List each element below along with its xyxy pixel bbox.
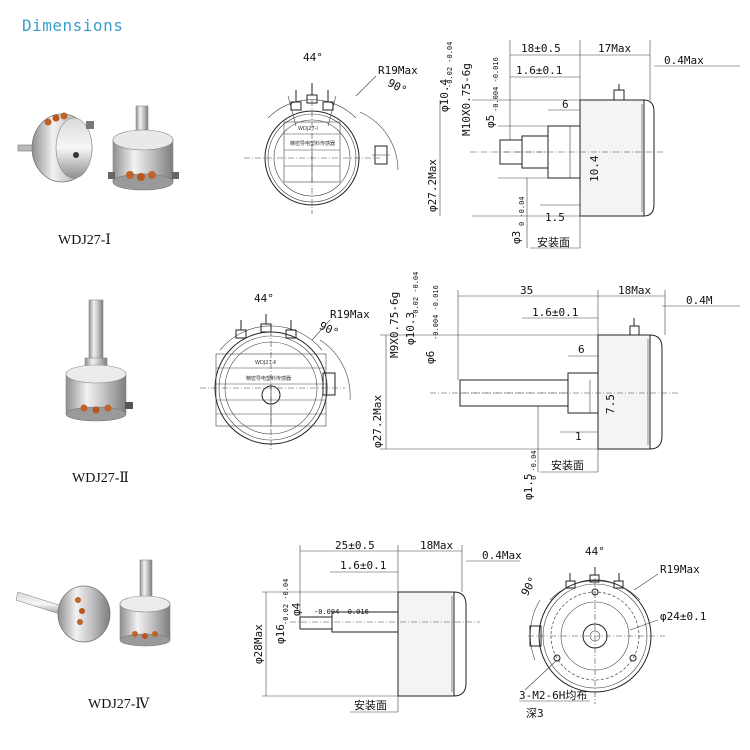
dim-flat-height-1: 10.4	[588, 155, 601, 182]
bolt-circle-label-3: φ24±0.1	[660, 610, 706, 623]
dim-collar-2: φ10.3	[404, 312, 417, 345]
dim-length-3: 25±0.5	[335, 539, 375, 552]
dim-gap-3: 0.4Max	[482, 549, 522, 562]
dim-shoulder-2: 1	[575, 430, 582, 443]
dim-pin-tol-1: 0 -0.04	[518, 196, 526, 226]
dim-body-dia-2: φ27.2Max	[371, 395, 384, 448]
drawing-1-side-view: 18±0.5 17Max 0.4Max 1.6±0.1 6 10.4 1.5 φ…	[426, 40, 740, 249]
dim-shaft2-tol-3: -0.004 -0.016	[314, 608, 369, 616]
product-photo-wdj27-1	[17, 105, 179, 191]
dim-step-1: 1.6±0.1	[516, 64, 562, 77]
plate-desc-text-1: 精密导电塑料传感器	[290, 140, 335, 147]
model-label-wdj27-4: WDJ27-Ⅳ	[88, 697, 150, 712]
dim-flat-1: 6	[562, 98, 569, 111]
dim-body-dia-3: φ28Max	[252, 624, 265, 664]
mount-face-label-1: 安装面	[537, 235, 570, 249]
angle-label-90-2: 90°	[317, 319, 341, 339]
holes-spec-line1: 3-M2-6H均布	[519, 689, 587, 702]
model-label-wdj27-1: WDJ27-Ⅰ	[58, 233, 111, 248]
dim-shaft-tol-2: -0.004 -0.016	[432, 285, 440, 340]
plate-desc-text-2: 精密导电塑料传感器	[246, 375, 291, 382]
dim-shaft-1: φ5	[484, 115, 497, 128]
dim-step-2: 1.6±0.1	[532, 306, 578, 319]
dim-shaft-3: φ16	[274, 624, 287, 644]
dim-collar-tol-1: -0.02 -0.04	[446, 42, 454, 88]
angle-label-44-3: 44°	[585, 545, 605, 558]
dim-length-1: 18±0.5	[521, 42, 561, 55]
dim-shoulder-1: 1.5	[545, 211, 565, 224]
angle-label-44-2: 44°	[254, 292, 274, 305]
model-label-wdj27-2: WDJ27-Ⅱ	[72, 471, 129, 486]
dim-pin-2: φ1.5	[522, 474, 535, 501]
dim-step-3: 1.6±0.1	[340, 559, 386, 572]
dim-collar-tol-2: -0.02 -0.04	[412, 272, 420, 318]
drawing-2-front-view: WDJ27-Ⅱ 精密导电塑料传感器 44° 90° R19Max	[200, 292, 370, 450]
dim-collar-1: φ10.4	[438, 79, 451, 112]
product-photo-wdj27-4	[15, 559, 171, 647]
dim-max-2: 18Max	[618, 284, 651, 297]
angle-label-44-1: 44°	[303, 51, 323, 64]
mount-face-label-2: 安装面	[551, 458, 584, 472]
dim-thread-1: M10X0.75-6g	[460, 63, 473, 136]
holes-spec-line2: 深3	[526, 707, 544, 720]
radius-label-3: R19Max	[660, 563, 700, 576]
drawing-1-front-view: WDJ27-Ⅰ 精密导电塑料传感器 44° 90° R19Max	[244, 51, 418, 214]
dim-gap-2: 0.4M	[686, 294, 713, 307]
mount-face-label-3: 安装面	[354, 698, 387, 712]
dim-max-3: 18Max	[420, 539, 453, 552]
dim-pin-tol-2: 0 -0.04	[530, 450, 538, 480]
plate-model-text-2: WDJ27-Ⅱ	[255, 360, 276, 366]
dim-length-2: 35	[520, 284, 533, 297]
dim-shaft2-3: φ4	[290, 602, 303, 616]
product-photo-wdj27-2	[65, 299, 133, 422]
dim-pin-1: φ3	[510, 231, 523, 244]
dim-shaft-tol-1: -0.004 -0.016	[492, 57, 500, 112]
dim-shaft-tol-3: -0.02 -0.04	[282, 579, 290, 625]
dim-thread-2: M9X0.75-6g	[388, 292, 401, 358]
radius-label-2: R19Max	[330, 308, 370, 321]
dim-gap-1: 0.4Max	[664, 54, 704, 67]
angle-label-90-1: 90°	[385, 76, 409, 97]
dim-shaft-2: φ6	[424, 351, 437, 364]
drawing-3-side-view: 25±0.5 18Max 0.4Max 1.6±0.1 φ28Max φ16 -…	[252, 539, 522, 713]
dim-flat-2: 6	[578, 343, 585, 356]
plate-model-text-1: WDJ27-Ⅰ	[298, 126, 318, 132]
dim-flat-height-2: 7.5	[604, 394, 617, 414]
page-title: Dimensions	[22, 16, 124, 35]
radius-label-1: R19Max	[378, 64, 418, 77]
drawing-3-front-view: 44° 90° R19Max φ24±0.1 3-M2-6H均布 深3	[519, 545, 707, 720]
dim-body-dia-1: φ27.2Max	[426, 159, 439, 212]
dim-max-1: 17Max	[598, 42, 631, 55]
angle-label-90-3: 90°	[519, 575, 540, 599]
drawing-2-side-view: 35 18Max 0.4M 1.6±0.1 6 7.5 1 φ27.2Max M…	[371, 272, 740, 500]
